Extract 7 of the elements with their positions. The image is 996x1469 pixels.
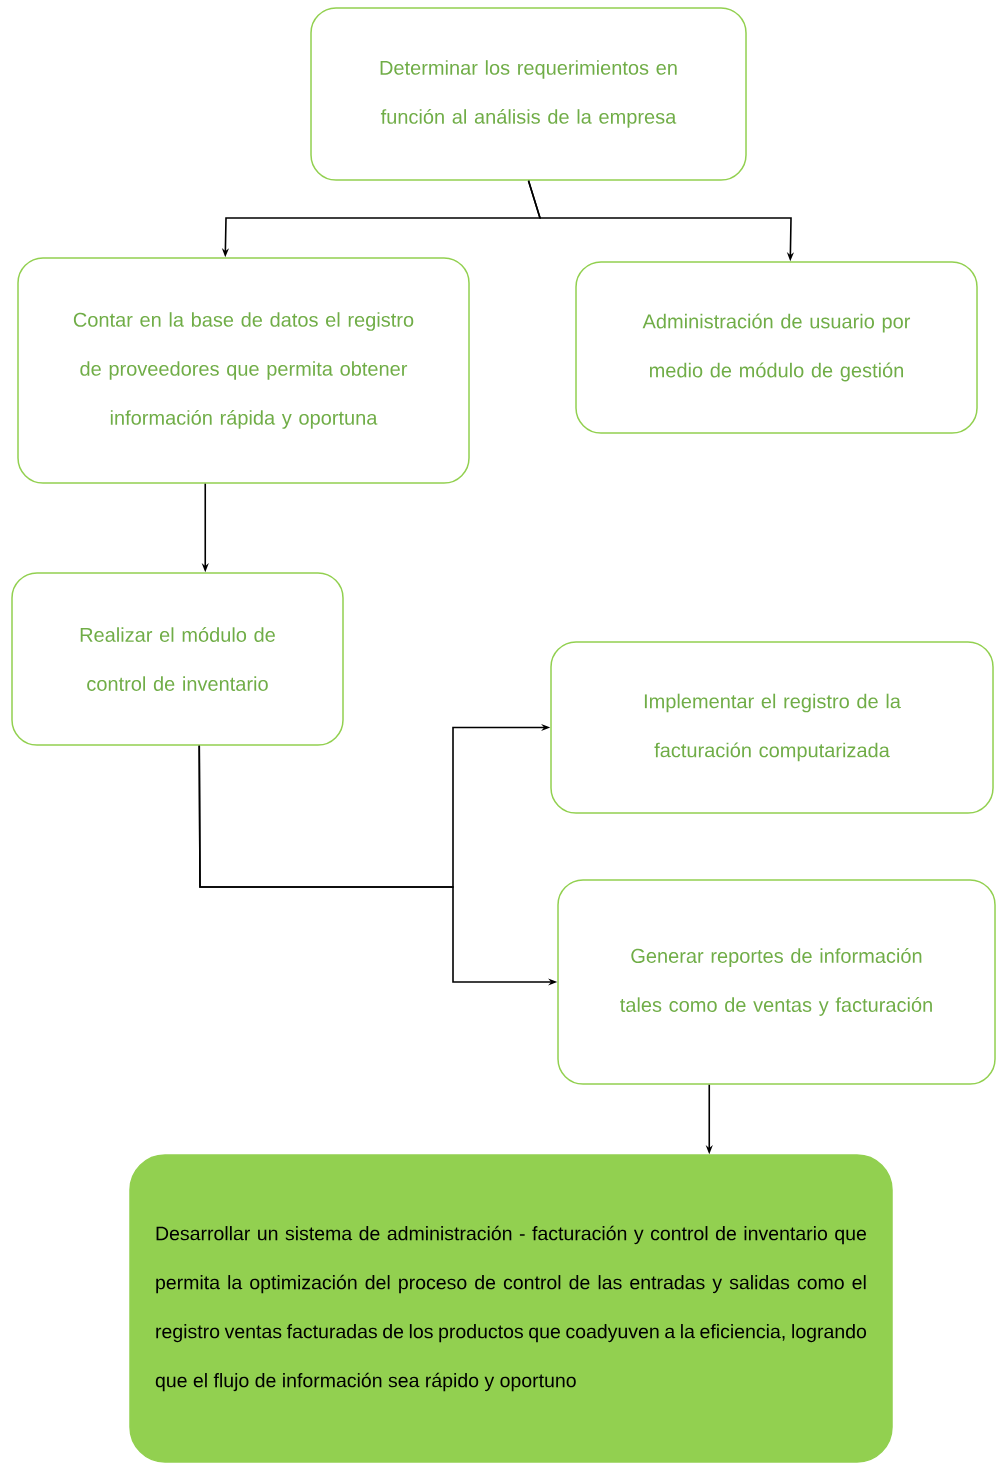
process-box: Generar reportes de información tales como de ventas y facturación [557, 879, 996, 1085]
goal-box: Desarrollar un sistema de administración - facturación y control de inventario que permita la optimización del proceso de control de las entradas y salidas como el registro ventas facturadas de los productos que coadyuven a la eficiencia, logrando que el flujo de información sea rápido y oportuno [129, 1154, 893, 1463]
process-box: Administración de usuario por medio de módulo de gestión [575, 261, 978, 434]
process-box: Determinar los requerimientos en función al análisis de la empresa [310, 7, 747, 181]
process-box: Realizar el módulo de control de inventario [11, 572, 344, 746]
process-box: Implementar el registro de la facturación computarizada [550, 641, 994, 814]
process-box: Contar en la base de datos el registro de proveedores que permita obtener información rápida y oportuna [17, 257, 470, 484]
